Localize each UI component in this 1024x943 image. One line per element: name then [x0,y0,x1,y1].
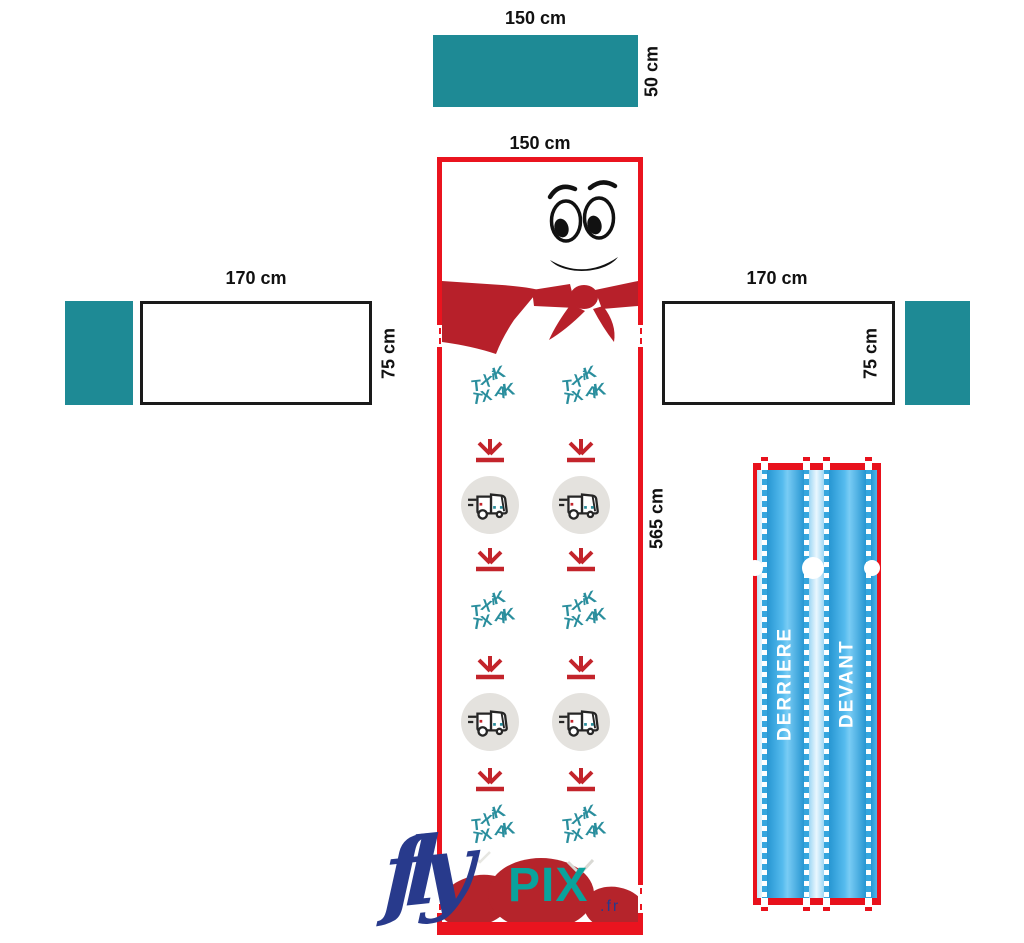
main-panel-height-label: 565 cm [646,487,667,549]
left-panel-rect [140,301,372,405]
dotted-seam-line [762,463,767,905]
arrow-row-4 [444,767,626,795]
grommet-hole [864,560,880,576]
left-panel-width-label: 170 cm [225,268,287,288]
deflate-arrow-icon [563,767,599,795]
watermark-script-text: fly [381,813,459,931]
grommet-hole [747,560,763,576]
dotted-seam-line [804,463,809,905]
stripe-back [767,463,804,905]
watermark-suffix-text: .fr [600,898,621,915]
coach-bus-badge [551,693,610,751]
grommet-hole [802,557,824,579]
coach-bus-icon [467,486,513,524]
arrow-row-1 [444,438,626,466]
banner-top-band [753,463,881,470]
coach-bus-icon [558,486,604,524]
cartoon-face-icon [547,180,618,271]
deflate-arrow-icon [472,767,508,795]
seam-notch [638,885,643,913]
banner-back-label: DERRIERE [774,626,796,742]
deflate-arrow-icon [472,438,508,466]
deflate-arrow-icon [563,655,599,683]
left-panel-height-label: 75 cm [378,327,399,379]
seam-notch [437,885,442,913]
bus-row-1 [444,476,626,534]
coach-bus-badge [551,476,610,534]
arrow-row-2 [444,547,626,575]
banner-bottom-band [753,898,881,905]
coach-bus-icon [467,703,513,741]
left-teal-rect [65,301,133,405]
stripe-narrow-blue [871,463,878,905]
stripe-narrow-light [757,463,762,905]
print-layout-banner: DERRIERE DEVANT [747,457,881,911]
watermark-brand-text: PIX [508,859,589,912]
right-teal-rect [905,301,970,405]
deflate-arrow-icon [563,438,599,466]
scarf-graphic [442,281,638,354]
top-panel-height-label: 50 cm [641,45,662,97]
deflate-arrow-icon [472,655,508,683]
deflate-arrow-icon [563,547,599,575]
bus-row-2 [444,693,626,751]
coach-bus-badge [460,693,519,751]
top-panel-rect [433,35,638,107]
right-panel-rect [662,301,895,405]
banner-front-label: DEVANT [836,639,858,729]
right-panel-width-label: 170 cm [746,268,808,288]
coach-bus-badge [460,476,519,534]
banner-left-edge [753,463,757,905]
banner-right-edge [877,463,881,905]
top-panel-width-label: 150 cm [504,8,567,28]
coach-bus-icon [558,703,604,741]
seam-notch [437,325,442,347]
right-panel-height-label: 75 cm [860,327,881,379]
stripe-middle-light [809,463,824,905]
seam-notch [638,325,643,347]
dotted-seam-line [824,463,829,905]
main-panel-width-label: 150 cm [509,133,571,153]
dotted-seam-line [866,463,871,905]
stripe-front [829,463,866,905]
base-blob-graphic [442,851,638,935]
deflate-arrow-icon [472,547,508,575]
arrow-row-3 [444,655,626,683]
